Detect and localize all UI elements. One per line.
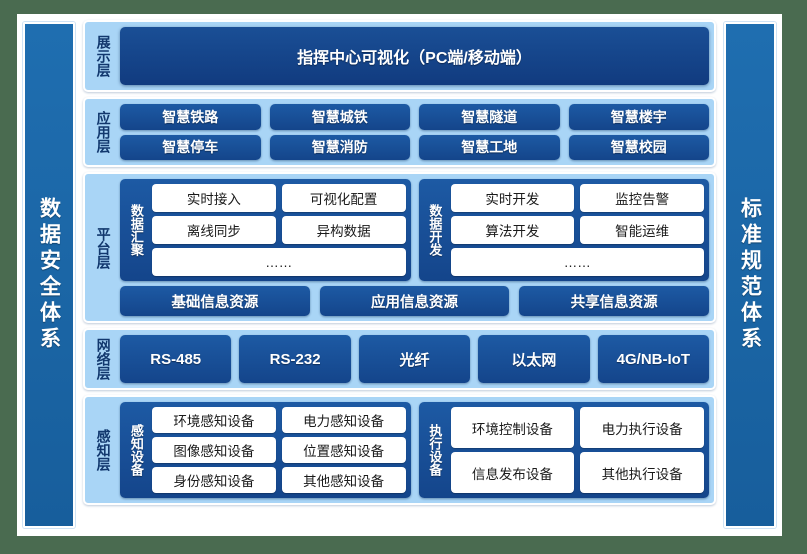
layer-platform: 平台层 数据汇聚 实时接入 可视化配置 离线同步 异构数据 bbox=[83, 172, 716, 323]
sensing-group-actuator-devices-label: 执行设备 bbox=[427, 424, 443, 476]
da-item-visual-config[interactable]: 可视化配置 bbox=[281, 184, 406, 212]
platform-resource-row: 基础信息资源 应用信息资源 共享信息资源 bbox=[120, 286, 710, 316]
architecture-diagram: 数据安全体系 展示层 指挥中心可视化（PC端/移动端） 应用层 智慧铁路 智慧城… bbox=[17, 14, 782, 536]
data-aggregation-row-1: 实时接入 可视化配置 bbox=[152, 184, 406, 212]
platform-group-data-development: 数据开发 实时开发 监控告警 算法开发 智能运维 …… bbox=[418, 179, 709, 281]
layer-presentation-label: 展示层 bbox=[95, 35, 112, 77]
side-column-standards: 标准规范体系 bbox=[724, 22, 776, 528]
app-item-smart-campus[interactable]: 智慧校园 bbox=[568, 134, 709, 160]
app-item-smart-building[interactable]: 智慧楼宇 bbox=[568, 104, 709, 130]
sensor-item-other[interactable]: 其他感知设备 bbox=[281, 467, 406, 493]
sensor-item-location[interactable]: 位置感知设备 bbox=[281, 437, 406, 463]
layer-sensing-label: 感知层 bbox=[95, 429, 112, 471]
net-item-fiber[interactable]: 光纤 bbox=[358, 335, 471, 383]
resource-application-info[interactable]: 应用信息资源 bbox=[319, 286, 510, 316]
dd-item-algorithm-dev[interactable]: 算法开发 bbox=[450, 216, 575, 244]
layer-stack: 展示层 指挥中心可视化（PC端/移动端） 应用层 智慧铁路 智慧城铁 智慧隧道 … bbox=[83, 20, 716, 530]
data-development-row-1: 实时开发 监控告警 bbox=[450, 184, 704, 212]
app-item-smart-railway[interactable]: 智慧铁路 bbox=[120, 104, 261, 130]
app-item-smart-parking[interactable]: 智慧停车 bbox=[120, 134, 261, 160]
actuator-devices-row-2: 信息发布设备 其他执行设备 bbox=[450, 452, 704, 493]
app-item-smart-tunnel[interactable]: 智慧隧道 bbox=[419, 104, 560, 130]
sensor-devices-row-3: 身份感知设备 其他感知设备 bbox=[152, 467, 406, 493]
platform-group-data-aggregation-label: 数据汇聚 bbox=[128, 204, 144, 256]
platform-groups: 数据汇聚 实时接入 可视化配置 离线同步 异构数据 …… bbox=[120, 179, 709, 281]
net-item-rs485[interactable]: RS-485 bbox=[120, 335, 232, 383]
layer-network-label: 网络层 bbox=[95, 338, 112, 380]
net-item-4g-nbiot[interactable]: 4G/NB-IoT bbox=[597, 335, 710, 383]
actuator-item-info-release[interactable]: 信息发布设备 bbox=[450, 452, 575, 493]
network-items: RS-485 RS-232 光纤 以太网 4G/NB-IoT bbox=[120, 335, 710, 383]
da-item-realtime-ingest[interactable]: 实时接入 bbox=[152, 184, 276, 212]
actuator-devices-row-1: 环境控制设备 电力执行设备 bbox=[450, 407, 704, 448]
sensor-item-identity[interactable]: 身份感知设备 bbox=[152, 467, 276, 493]
layer-presentation: 展示层 指挥中心可视化（PC端/移动端） bbox=[83, 20, 716, 92]
side-column-left-label: 数据安全体系 bbox=[37, 197, 61, 353]
side-column-right-label: 标准规范体系 bbox=[738, 197, 762, 353]
layer-platform-label: 平台层 bbox=[95, 226, 112, 269]
application-row-1: 智慧铁路 智慧城铁 智慧隧道 智慧楼宇 bbox=[120, 104, 709, 130]
layer-application-label: 应用层 bbox=[95, 111, 112, 153]
resource-shared-info[interactable]: 共享信息资源 bbox=[519, 286, 710, 316]
dd-item-ellipsis[interactable]: …… bbox=[450, 248, 704, 276]
layer-sensing: 感知层 感知设备 环境感知设备 电力感知设备 图像感知设备 位置感知设备 bbox=[83, 395, 716, 505]
dd-item-monitor-alert[interactable]: 监控告警 bbox=[580, 184, 704, 212]
platform-group-data-aggregation: 数据汇聚 实时接入 可视化配置 离线同步 异构数据 …… bbox=[120, 179, 411, 281]
net-item-rs232[interactable]: RS-232 bbox=[239, 335, 351, 383]
actuator-item-power-exec[interactable]: 电力执行设备 bbox=[580, 407, 704, 448]
dd-item-smart-ops[interactable]: 智能运维 bbox=[580, 216, 704, 244]
dd-item-realtime-dev[interactable]: 实时开发 bbox=[450, 184, 575, 212]
layer-network: 网络层 RS-485 RS-232 光纤 以太网 4G/NB-IoT bbox=[83, 328, 716, 390]
sensing-group-actuator-devices: 执行设备 环境控制设备 电力执行设备 信息发布设备 其他执行设备 bbox=[418, 402, 709, 498]
application-row-2: 智慧停车 智慧消防 智慧工地 智慧校园 bbox=[120, 134, 709, 160]
da-item-offline-sync[interactable]: 离线同步 bbox=[152, 216, 276, 244]
app-item-smart-site[interactable]: 智慧工地 bbox=[419, 134, 560, 160]
side-column-data-security: 数据安全体系 bbox=[23, 22, 75, 528]
net-item-ethernet[interactable]: 以太网 bbox=[478, 335, 590, 383]
sensing-group-sensor-devices-label: 感知设备 bbox=[128, 424, 144, 476]
da-item-heterogeneous[interactable]: 异构数据 bbox=[281, 216, 406, 244]
da-item-ellipsis[interactable]: …… bbox=[152, 248, 406, 276]
platform-group-data-development-label: 数据开发 bbox=[427, 204, 443, 256]
actuator-item-environment-control[interactable]: 环境控制设备 bbox=[450, 407, 575, 448]
data-development-row-2: 算法开发 智能运维 bbox=[450, 216, 704, 244]
data-development-row-3: …… bbox=[450, 248, 704, 276]
sensor-item-environment[interactable]: 环境感知设备 bbox=[152, 407, 276, 433]
sensor-item-power[interactable]: 电力感知设备 bbox=[281, 407, 406, 433]
presentation-command-center-box[interactable]: 指挥中心可视化（PC端/移动端） bbox=[120, 27, 709, 85]
sensor-devices-row-2: 图像感知设备 位置感知设备 bbox=[152, 437, 406, 463]
sensor-devices-row-1: 环境感知设备 电力感知设备 bbox=[152, 407, 406, 433]
data-aggregation-row-2: 离线同步 异构数据 bbox=[152, 216, 406, 244]
layer-application: 应用层 智慧铁路 智慧城铁 智慧隧道 智慧楼宇 智慧停车 智慧消防 智慧工地 智… bbox=[83, 97, 716, 167]
resource-basic-info[interactable]: 基础信息资源 bbox=[120, 286, 310, 316]
sensing-groups: 感知设备 环境感知设备 电力感知设备 图像感知设备 位置感知设备 bbox=[120, 402, 709, 498]
app-item-smart-fire[interactable]: 智慧消防 bbox=[269, 134, 410, 160]
sensor-item-image[interactable]: 图像感知设备 bbox=[152, 437, 276, 463]
actuator-item-other[interactable]: 其他执行设备 bbox=[580, 452, 704, 493]
data-aggregation-row-3: …… bbox=[152, 248, 406, 276]
sensing-group-sensor-devices: 感知设备 环境感知设备 电力感知设备 图像感知设备 位置感知设备 bbox=[120, 402, 411, 498]
app-item-smart-metro[interactable]: 智慧城铁 bbox=[269, 104, 410, 130]
